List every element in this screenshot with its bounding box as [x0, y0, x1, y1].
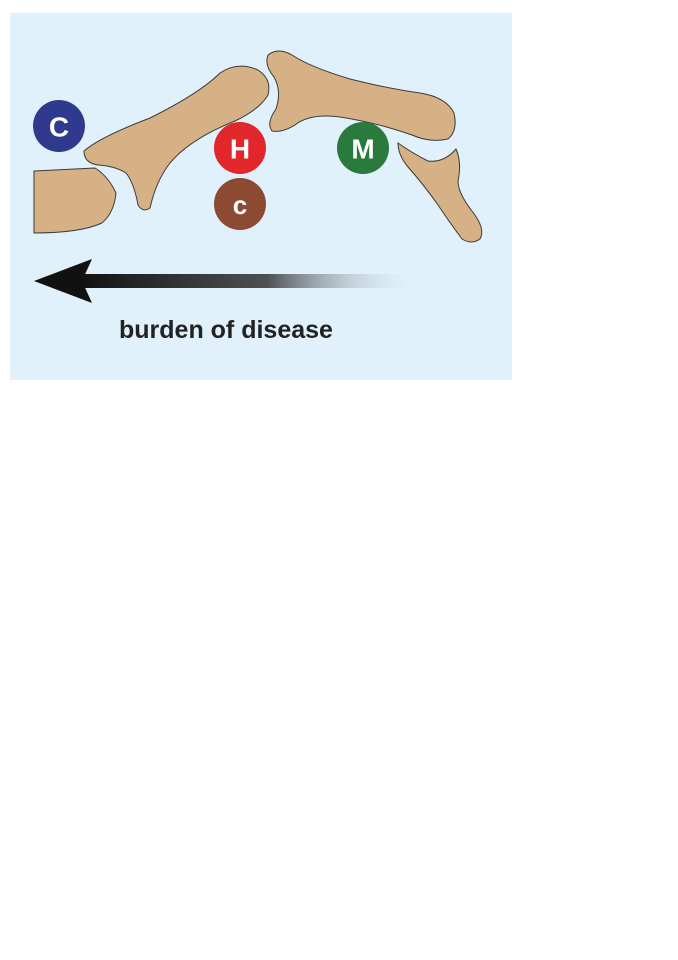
marker-c-blue-circle	[33, 100, 85, 152]
marker-h-red-letter: H	[230, 134, 250, 165]
marker-c-blue: C	[33, 100, 85, 152]
marker-h-red-circle	[214, 122, 266, 174]
bone-shapes	[33, 50, 483, 243]
bone-fragment-right	[397, 142, 483, 243]
marker-c-brown-circle	[214, 178, 266, 230]
bone-fragment-left-block	[33, 167, 117, 234]
arrow-shaft	[80, 274, 420, 288]
marker-c-brown: c	[214, 178, 266, 230]
marker-c-brown-letter: c	[233, 190, 247, 220]
arrow-caption: burden of disease	[119, 316, 333, 344]
bone-fragment-arch	[266, 50, 456, 141]
burden-arrow	[34, 259, 420, 303]
arrow-head	[34, 259, 92, 303]
marker-c-blue-letter: C	[49, 112, 69, 143]
bone-fragment-long-left	[83, 65, 270, 211]
marker-m-green: M	[337, 122, 389, 174]
marker-m-green-circle	[337, 122, 389, 174]
diagram-canvas: C Hc M burden of disease	[10, 13, 512, 380]
marker-h-red: H	[214, 122, 266, 174]
disease-markers: C Hc M	[33, 100, 389, 230]
marker-m-green-letter: M	[351, 134, 374, 165]
